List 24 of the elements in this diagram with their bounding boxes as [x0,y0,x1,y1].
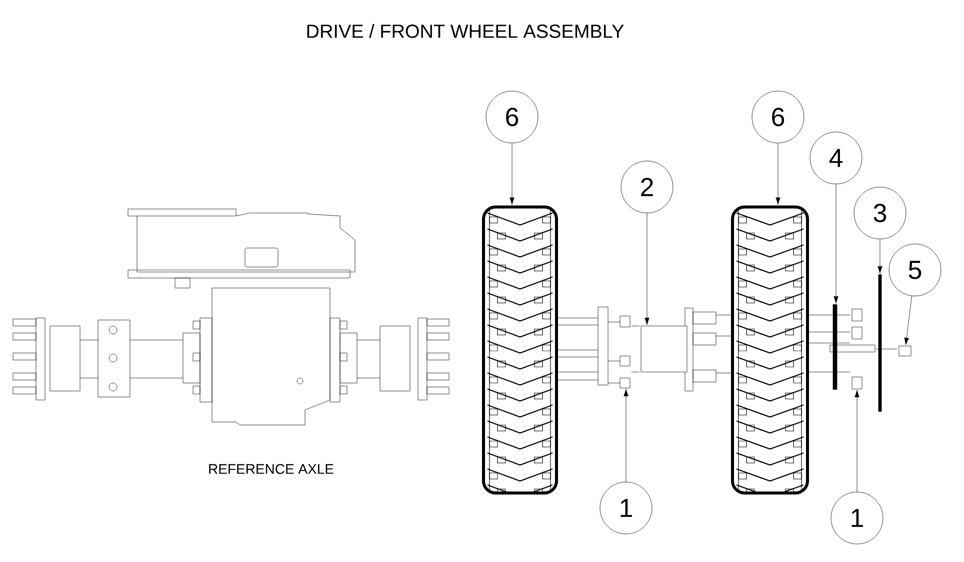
callout-number: 6 [752,90,804,144]
tire [731,206,809,494]
caption: REFERENCE AXLE [209,464,334,474]
callout-number: 5 [888,244,942,296]
leader-line [776,143,780,205]
callout-number: 4 [810,132,862,184]
leader-line [854,390,860,492]
nut [852,376,862,390]
spacer [640,326,688,372]
nut [620,378,630,388]
callout-number: 1 [600,482,652,534]
callout-number: 1 [830,492,884,544]
callout-number: 6 [486,90,538,144]
leader-line [510,143,514,205]
nut [898,346,912,356]
leader-line [624,388,628,482]
callout-number: 3 [854,186,906,240]
leader-line [904,296,912,346]
leader-line [644,213,650,326]
tire [482,206,558,494]
title: DRIVE / FRONT WHEEL ASSEMBLY [307,24,624,38]
callout-number: 2 [620,160,674,214]
leader-line [834,184,838,304]
leader-line [878,239,882,274]
